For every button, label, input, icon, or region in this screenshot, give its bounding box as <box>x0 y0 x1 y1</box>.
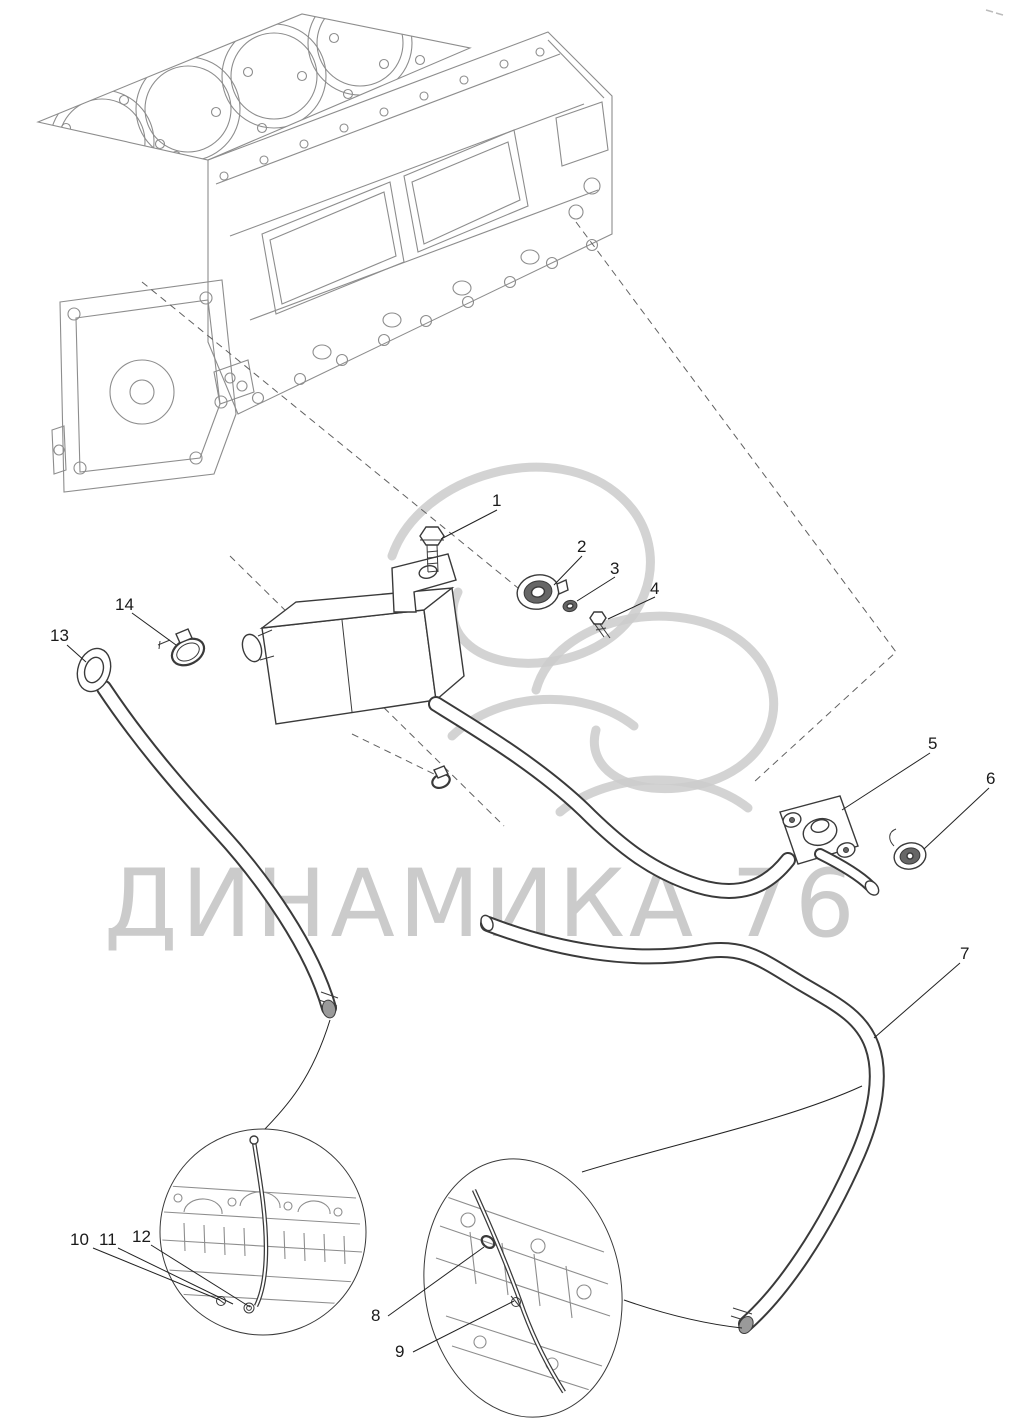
callout-11: 11 <box>99 1230 117 1249</box>
cap-2-part <box>516 574 569 610</box>
nut-12-target <box>243 1302 255 1314</box>
tank-bracket <box>391 553 457 613</box>
bolt-10-target <box>216 1296 226 1306</box>
callout-7: 7 <box>960 944 970 963</box>
clamp-8-target <box>480 1234 496 1250</box>
inset-oil-pan <box>159 1128 367 1336</box>
corner-watermark-mark <box>985 9 1004 16</box>
callout-1: 1 <box>492 491 502 510</box>
callout-5: 5 <box>928 734 938 753</box>
callout-2: 2 <box>577 537 587 556</box>
callout-12: 12 <box>132 1227 151 1246</box>
inset-connector-lines <box>259 1019 863 1329</box>
callout-leader-lines <box>66 509 990 1353</box>
callout-14: 14 <box>115 595 134 614</box>
expansion-tank <box>241 553 465 725</box>
callout-9: 9 <box>395 1342 405 1361</box>
callout-6: 6 <box>986 769 996 788</box>
callout-10: 10 <box>70 1230 89 1249</box>
callout-3: 3 <box>610 559 620 578</box>
cap-6-part <box>889 828 927 870</box>
engine-block-art <box>36 13 613 493</box>
callout-8: 8 <box>371 1306 381 1325</box>
flange-5-part <box>779 795 880 896</box>
pipe-13-part <box>76 647 339 1019</box>
inset-block-corner <box>423 1158 623 1418</box>
pipe-7-part <box>480 914 885 1335</box>
bolt-1-part <box>419 526 445 573</box>
callout-4: 4 <box>650 579 660 598</box>
clamp-14-part <box>157 628 206 667</box>
pipe-clip-part <box>431 765 451 790</box>
main-pipe <box>428 696 796 899</box>
screw-4-part <box>589 611 611 639</box>
washer-3-part <box>562 599 578 613</box>
callout-13: 13 <box>50 626 69 645</box>
